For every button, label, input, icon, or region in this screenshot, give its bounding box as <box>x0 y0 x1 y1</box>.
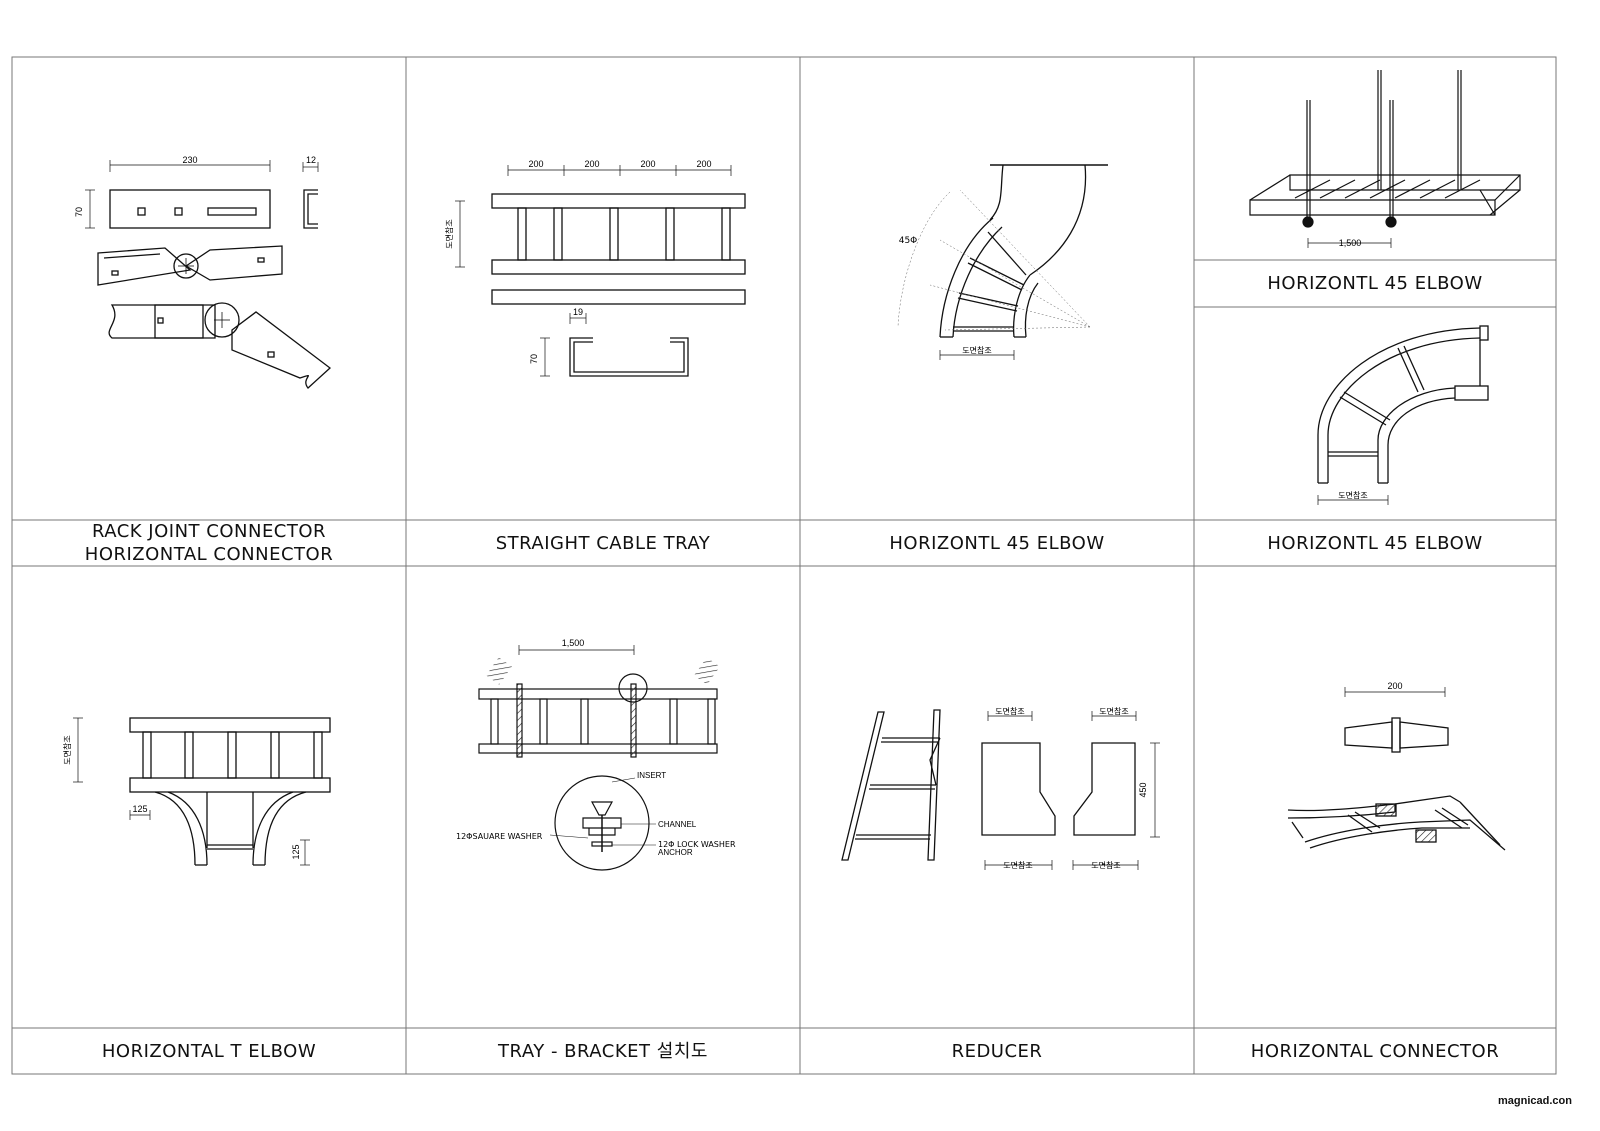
horizontal-t-elbow-drawing <box>73 717 331 866</box>
dim-19: 19 <box>573 307 583 317</box>
label-insert: INSERT <box>637 771 666 780</box>
hanger-tray-drawing <box>1249 70 1521 248</box>
horizontal-45-elbow-drawing <box>897 164 1108 360</box>
title-horizontal-45-elbow: HORIZONTL 45 ELBOW <box>889 533 1105 554</box>
label-anchor: ANCHOR <box>658 848 693 857</box>
sheet-frame <box>11 56 1557 1075</box>
dim-125-b: 125 <box>291 844 301 859</box>
dim-ref-reducer-b: 도면참조 <box>1099 706 1128 716</box>
title-horizontal-t-elbow: HORIZONTAL T ELBOW <box>101 1041 317 1062</box>
dim-450: 450 <box>1138 782 1148 797</box>
dim-70-channel: 70 <box>529 354 539 364</box>
straight-cable-tray-drawing <box>455 165 746 377</box>
dim-200-connector: 200 <box>1387 681 1402 691</box>
dim-45: 45Φ <box>899 236 918 246</box>
dim-ref-elbow45: 도면참조 <box>962 345 991 355</box>
dim-ref-reducer-c: 도면참조 <box>1003 860 1032 870</box>
rack-joint-connector-drawing <box>85 160 332 389</box>
dim-ref-tray: 도면참조 <box>444 219 454 248</box>
tray-bracket-drawing <box>478 645 720 871</box>
dim-ref-elbow90: 도면참조 <box>1338 490 1367 500</box>
label-lock-washer: 12Φ LOCK WASHER <box>658 840 736 849</box>
label-channel: CHANNEL <box>658 820 697 829</box>
reducer-drawing <box>841 709 1160 870</box>
dim-12: 12 <box>306 155 316 165</box>
title-horizontal-45-elbow-right: HORIZONTL 45 ELBOW <box>1267 533 1483 554</box>
dim-ref-t: 도면참조 <box>62 735 72 764</box>
title-horizontal-45-elbow-top: HORIZONTL 45 ELBOW <box>1267 273 1483 294</box>
dim-200-a: 200 <box>528 159 543 169</box>
title-line-2: HORIZONTAL CONNECTOR <box>84 544 334 565</box>
dim-ref-reducer-d: 도면참조 <box>1091 860 1120 870</box>
dim-70: 70 <box>74 207 84 217</box>
dim-1500-hanger: 1,500 <box>1339 238 1362 248</box>
dim-125-a: 125 <box>132 804 147 814</box>
title-horizontal-connector: HORIZONTAL CONNECTOR <box>1250 1041 1500 1062</box>
horizontal-90-elbow-drawing <box>1317 325 1489 505</box>
site-credit: magnicad.con <box>1498 1095 1572 1107</box>
title-tray-bracket: TRAY - BRACKET 설치도 <box>498 1041 708 1062</box>
title-straight-cable-tray: STRAIGHT CABLE TRAY <box>495 533 711 554</box>
label-square-washer: 12ΦSAUARE WASHER <box>456 832 543 841</box>
dim-ref-reducer-a: 도면참조 <box>995 706 1024 716</box>
dim-200-b: 200 <box>584 159 599 169</box>
title-reducer: REDUCER <box>951 1041 1043 1062</box>
dim-230: 230 <box>182 155 197 165</box>
horizontal-connector-drawing <box>1287 687 1506 851</box>
dim-200-c: 200 <box>640 159 655 169</box>
dim-1500-bracket: 1,500 <box>562 638 585 648</box>
title-rack-joint-connector: RACK JOINT CONNECTOR HORIZONTAL CONNECTO… <box>12 520 406 566</box>
dim-200-d: 200 <box>696 159 711 169</box>
title-line-1: RACK JOINT CONNECTOR <box>91 521 327 542</box>
